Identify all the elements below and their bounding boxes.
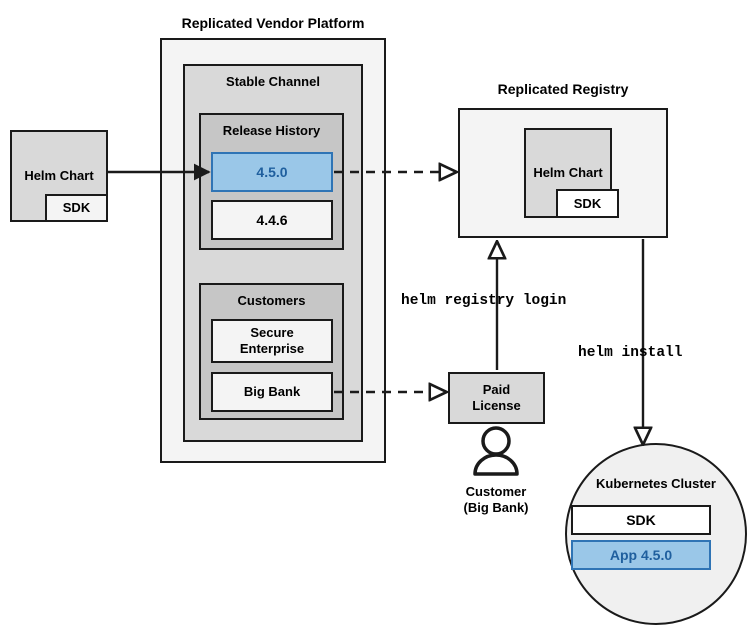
customer-item-big-bank[interactable]: Big Bank: [211, 372, 333, 412]
stable-channel-label: Stable Channel: [226, 74, 320, 89]
paid-license-box: Paid License: [448, 372, 545, 424]
customer-item-secure-enterprise[interactable]: Secure Enterprise: [211, 319, 333, 363]
source-helm-chart-sdk-box: SDK: [45, 194, 108, 222]
kubernetes-cluster-label: Kubernetes Cluster: [596, 476, 716, 491]
cluster-component-app: App 4.5.0: [571, 540, 711, 570]
customers-label: Customers: [237, 293, 306, 308]
person-icon: [473, 426, 519, 476]
release-item-446[interactable]: 4.4.6: [211, 200, 333, 240]
command-helm-install: helm install: [578, 345, 683, 361]
replicated-registry-title: Replicated Registry: [497, 81, 629, 97]
command-helm-registry-login: helm registry login: [401, 293, 567, 309]
release-history-label: Release History: [222, 123, 321, 138]
registry-helm-chart-sdk-box: SDK: [556, 189, 619, 218]
vendor-platform-title: Replicated Vendor Platform: [181, 15, 365, 31]
release-item-450[interactable]: 4.5.0: [211, 152, 333, 192]
cluster-component-sdk: SDK: [571, 505, 711, 535]
customer-caption: Customer (Big Bank): [463, 484, 529, 516]
